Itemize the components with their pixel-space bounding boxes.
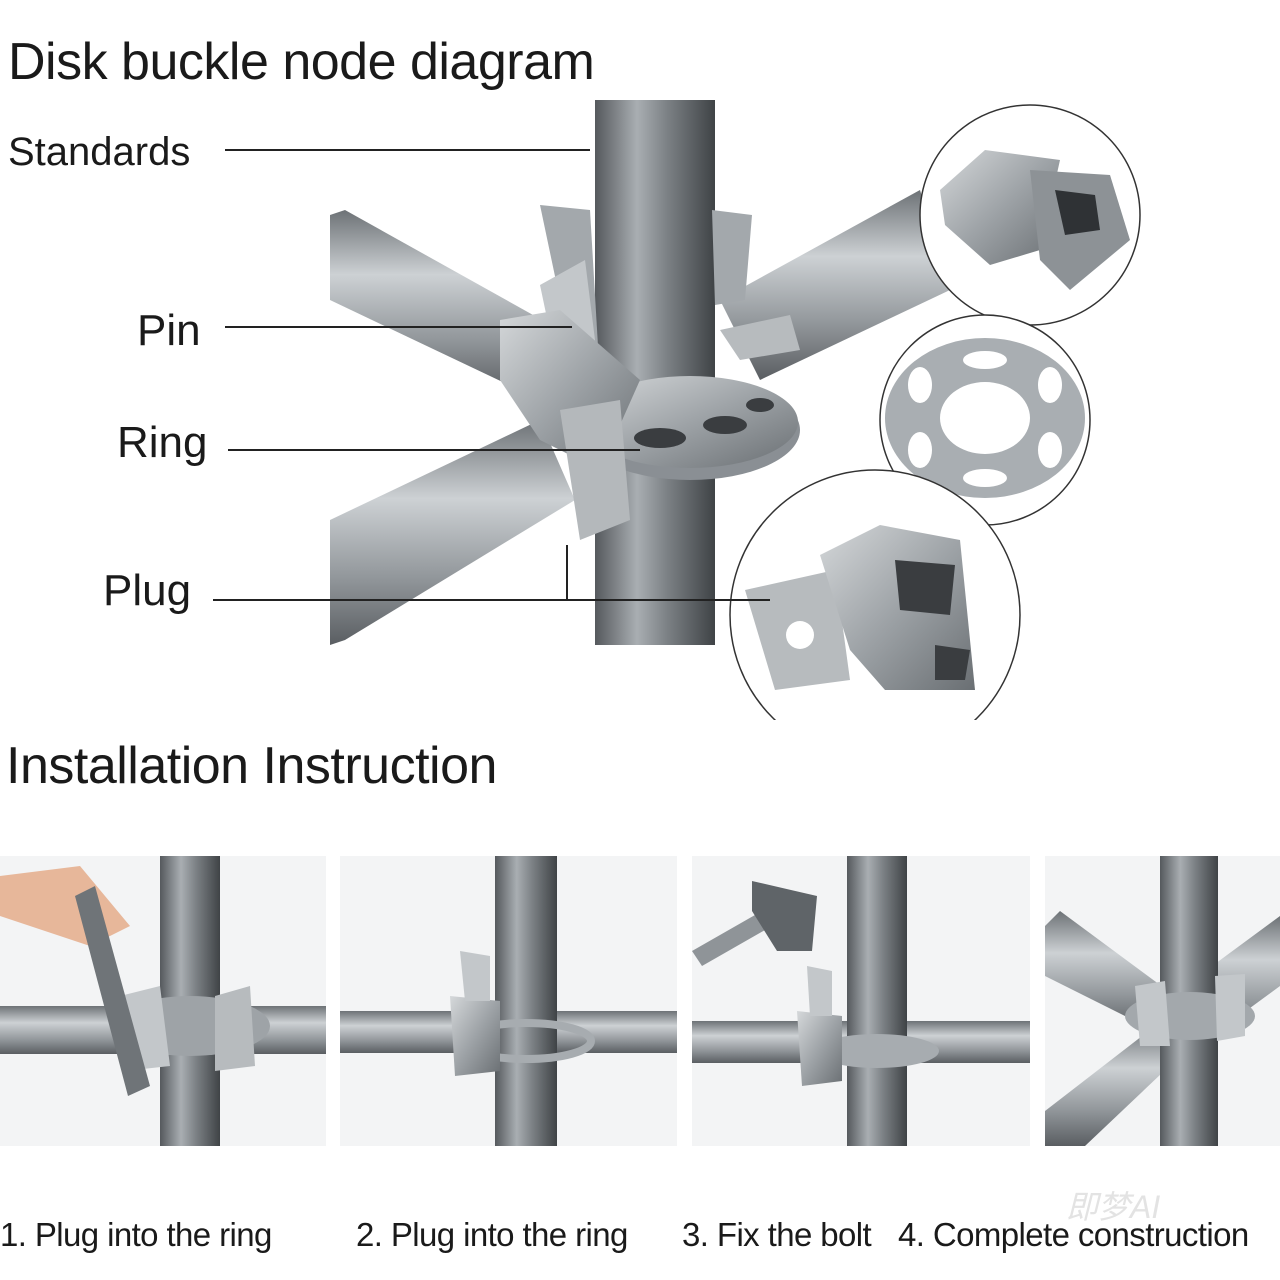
step-4-caption: 4. Complete construction <box>898 1216 1249 1253</box>
pin-detail-inset <box>919 104 1141 326</box>
step-1-image <box>0 856 326 1146</box>
step-2-image <box>340 856 677 1146</box>
plug-head <box>500 310 640 540</box>
horizontal-ledger-lower-left <box>330 420 575 645</box>
watermark: 即梦AI <box>1066 1189 1161 1225</box>
ring-label: Ring <box>117 418 208 467</box>
plug-detail-inset <box>729 469 1021 720</box>
step-4-image <box>1045 856 1280 1146</box>
step-1-caption: 1. Plug into the ring <box>0 1216 272 1253</box>
plug-label: Plug <box>103 566 192 615</box>
step-3-image <box>692 856 1030 1146</box>
standards-label: Standards <box>8 130 191 174</box>
ring-disk <box>580 376 800 480</box>
node-diagram <box>213 100 1141 720</box>
diagram-title: Disk buckle node diagram <box>8 33 595 91</box>
installation-title: Installation Instruction <box>6 737 497 795</box>
leader-lines <box>213 149 770 601</box>
ring-detail-inset <box>879 314 1091 526</box>
pin-label: Pin <box>137 306 201 355</box>
step-2-caption: 2. Plug into the ring <box>356 1216 628 1253</box>
step-3-caption: 3. Fix the bolt <box>682 1216 872 1253</box>
